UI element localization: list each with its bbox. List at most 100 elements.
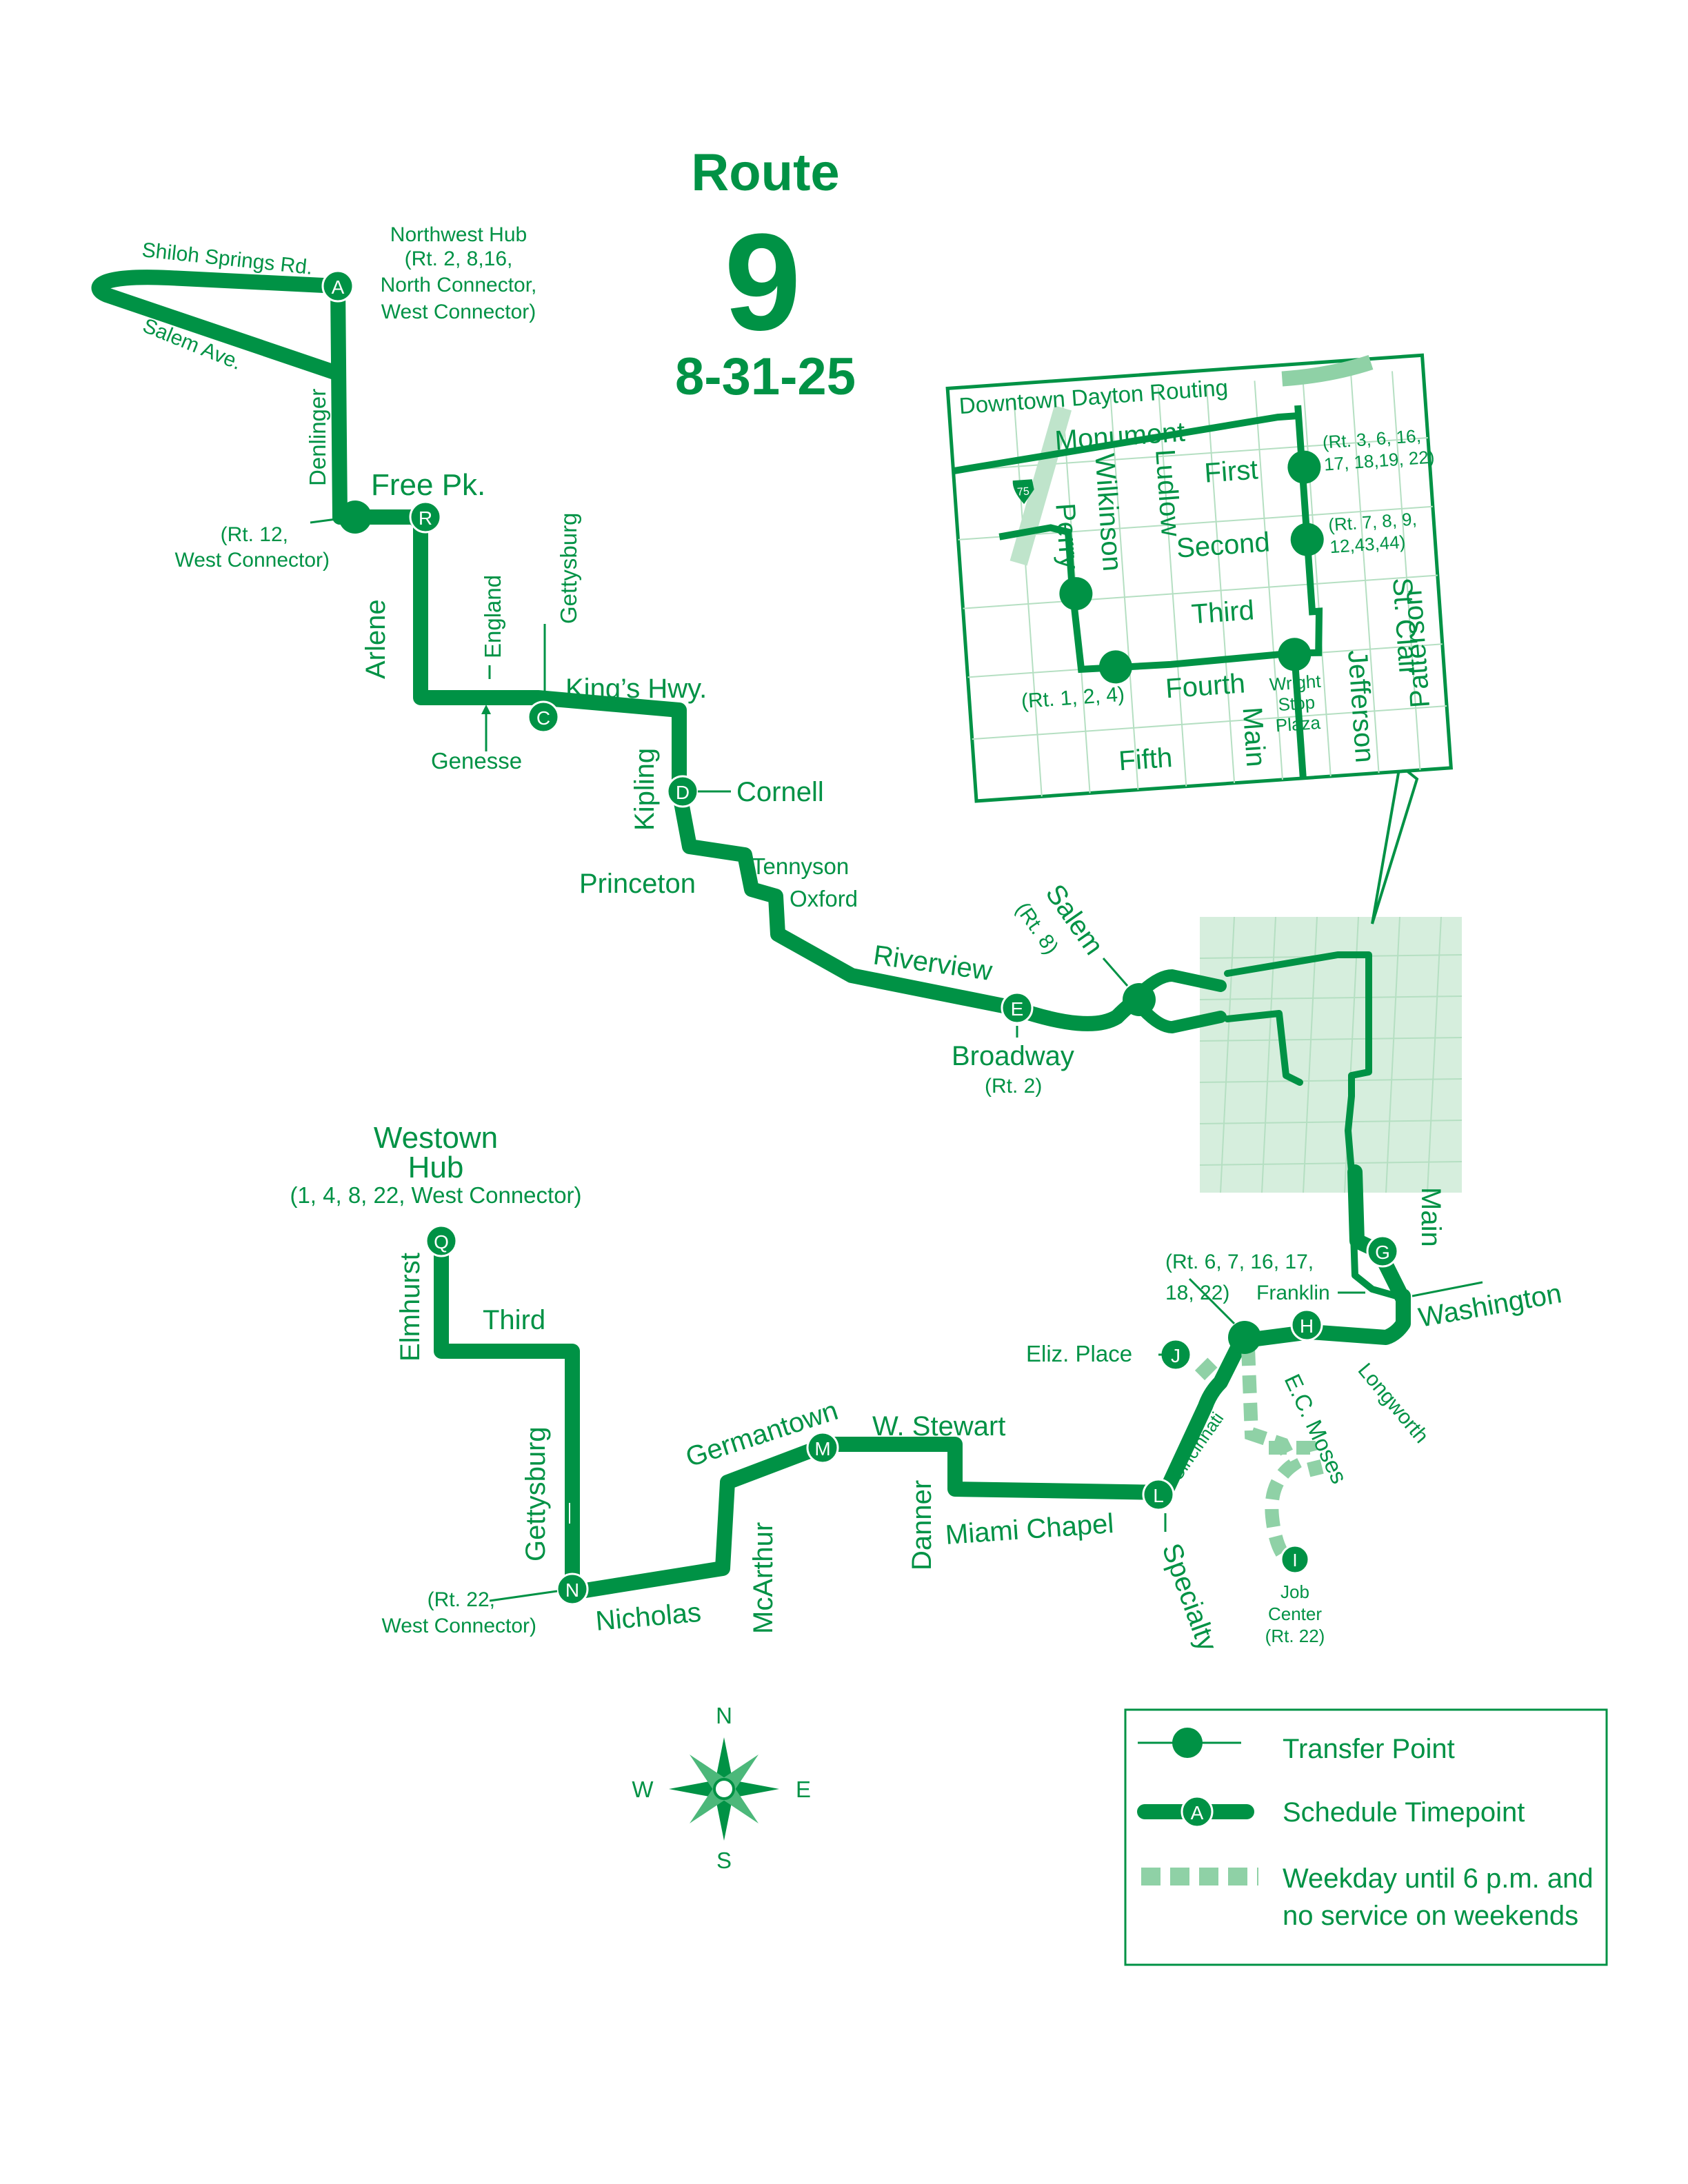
inset-wright-2: Stop — [1278, 691, 1316, 715]
timepoint-g-letter: G — [1375, 1242, 1390, 1263]
westown-rt: (1, 4, 8, 22, West Connector) — [290, 1182, 581, 1208]
legend-timepoint-letter: A — [1191, 1802, 1204, 1823]
northwest-hub-label: Northwest Hub (Rt. 2, 8,16, North Connec… — [381, 223, 537, 323]
downtown-inset: Downtown Dayton Routing Monument First S… — [945, 353, 1454, 924]
timepoint-h[interactable]: H — [1290, 1308, 1323, 1342]
timepoint-r[interactable]: R — [409, 501, 442, 534]
route-weekday-only — [1194, 1347, 1324, 1571]
inset-perry: Perry — [1049, 502, 1085, 569]
timepoint-e[interactable]: E — [1001, 991, 1034, 1024]
street-labels-south: Main (Rt. 6, 7, 16, 17, 18, 22) Franklin… — [290, 1121, 1564, 1655]
route-date: 8-31-25 — [675, 347, 856, 406]
inset-monument-route — [952, 412, 1299, 475]
interstate-75-icon: 75 — [1012, 479, 1034, 505]
legend-weekday-line2: no service on weekends — [1283, 1901, 1578, 1931]
inset-first: First — [1203, 454, 1259, 488]
timepoint-l[interactable]: L — [1142, 1478, 1175, 1511]
timepoint-j-letter: J — [1171, 1345, 1180, 1366]
transfer-point-free-pk[interactable] — [339, 501, 372, 534]
legend-weekday: Weekday until 6 p.m. and no service on w… — [1141, 1863, 1594, 1931]
nw-hub-line1: Northwest Hub — [390, 223, 527, 246]
timepoint-h-letter: H — [1300, 1315, 1314, 1337]
inset-second: Second — [1176, 527, 1271, 563]
timepoint-q-letter: Q — [434, 1231, 449, 1253]
legend-timepoint: A Schedule Timepoint — [1137, 1795, 1525, 1828]
street-cornell: Cornell — [736, 777, 824, 807]
nw-hub-line2: (Rt. 2, 8,16, — [405, 247, 513, 270]
timepoint-m-letter: M — [814, 1438, 830, 1459]
inset-fourth: Fourth — [1165, 668, 1246, 704]
free-pk-rt-line1: (Rt. 12, — [221, 523, 288, 546]
street-gettysburg-south: Gettysburg — [521, 1426, 551, 1561]
timepoint-e-letter: E — [1011, 998, 1024, 1020]
street-main: Main — [1416, 1187, 1446, 1247]
timepoint-q[interactable]: Q — [425, 1224, 458, 1257]
job-center-line1: Job — [1280, 1581, 1309, 1602]
compass-w: W — [632, 1777, 654, 1802]
timepoint-g[interactable]: G — [1366, 1235, 1399, 1268]
inset-river — [1281, 355, 1374, 387]
inset-fifth: Fifth — [1118, 742, 1174, 776]
nicholas-rt-line2: West Connector) — [381, 1615, 536, 1637]
weekday-eliz-place-path — [1194, 1356, 1219, 1381]
inset-transfer-perry[interactable] — [1058, 576, 1094, 611]
timepoint-n-letter: N — [565, 1579, 579, 1601]
street-miami-chapel: Miami Chapel — [945, 1508, 1115, 1550]
timepoint-c[interactable]: C — [527, 700, 560, 734]
legend-transfer: Transfer Point — [1138, 1728, 1455, 1764]
route-downtown-main-loop — [1224, 951, 1400, 1300]
route-north-loop — [91, 270, 345, 380]
street-oxford: Oxford — [790, 886, 858, 911]
timepoint-d[interactable]: D — [666, 775, 731, 808]
inset-main: Main — [1237, 706, 1272, 768]
route-label: Route — [691, 143, 839, 202]
street-free-pk: Free Pk. — [371, 468, 485, 502]
westown-line1: Westown — [374, 1121, 498, 1155]
inset-transfer-fourth[interactable] — [1098, 649, 1133, 685]
transfer-points — [310, 501, 1261, 1354]
street-tennyson: Tennyson — [752, 853, 849, 879]
timepoint-n[interactable]: N — [556, 1573, 589, 1606]
street-danner: Danner — [907, 1480, 937, 1570]
timepoint-a[interactable]: A — [321, 270, 354, 303]
timepoints: A R C D E G H J — [321, 270, 1399, 1606]
street-gettysburg-north: Gettysburg — [556, 513, 581, 624]
downtown-area — [1199, 916, 1463, 1193]
weekday-job-center-path — [1241, 1347, 1302, 1571]
westown-line2: Hub — [408, 1151, 464, 1184]
legend-transfer-label: Transfer Point — [1283, 1734, 1455, 1764]
timepoint-l-letter: L — [1153, 1485, 1164, 1506]
inset-transfer-second[interactable] — [1289, 522, 1325, 557]
street-genesse: Genesse — [431, 748, 522, 774]
street-princeton: Princeton — [579, 869, 696, 899]
free-pk-transfer-label: (Rt. 12, West Connector) — [174, 523, 330, 572]
street-mcarthur: McArthur — [748, 1522, 778, 1634]
inset-st-clair: St. Clair — [1387, 577, 1424, 677]
transfer-point-franklin[interactable] — [1228, 1321, 1261, 1354]
inset-transfer-wright[interactable] — [1277, 637, 1312, 672]
street-w-stewart: W. Stewart — [872, 1411, 1005, 1442]
timepoint-i[interactable]: I — [1280, 1544, 1310, 1575]
broadway-rt: (Rt. 2) — [985, 1075, 1042, 1098]
route-downtown-second-loop — [1224, 1010, 1303, 1086]
street-arlene: Arlene — [361, 599, 391, 679]
interstate-75-label: 75 — [1016, 486, 1029, 498]
downtown-shade — [1200, 917, 1462, 1193]
street-longworth: Longworth — [1354, 1359, 1433, 1448]
inset-interstate — [1009, 405, 1072, 566]
route-number: 9 — [724, 205, 801, 359]
job-center-rt: (Rt. 22) — [1265, 1626, 1325, 1646]
street-washington: Washington — [1416, 1278, 1564, 1333]
nw-hub-line4: West Connector) — [381, 301, 536, 323]
compass-center — [713, 1778, 735, 1800]
inset-wright-1: Wright — [1269, 671, 1322, 695]
transfer-point-salem[interactable] — [1123, 983, 1156, 1016]
street-elmhurst: Elmhurst — [395, 1253, 425, 1362]
street-denlinger: Denlinger — [305, 389, 330, 486]
inset-ludlow: Ludlow — [1149, 448, 1186, 538]
inset-transfer-first[interactable] — [1287, 449, 1322, 485]
street-eliz-place: Eliz. Place — [1026, 1341, 1132, 1366]
timepoint-m[interactable]: M — [806, 1431, 839, 1464]
weekday-job-center-path-2 — [1269, 1441, 1324, 1477]
street-third: Third — [483, 1305, 545, 1335]
